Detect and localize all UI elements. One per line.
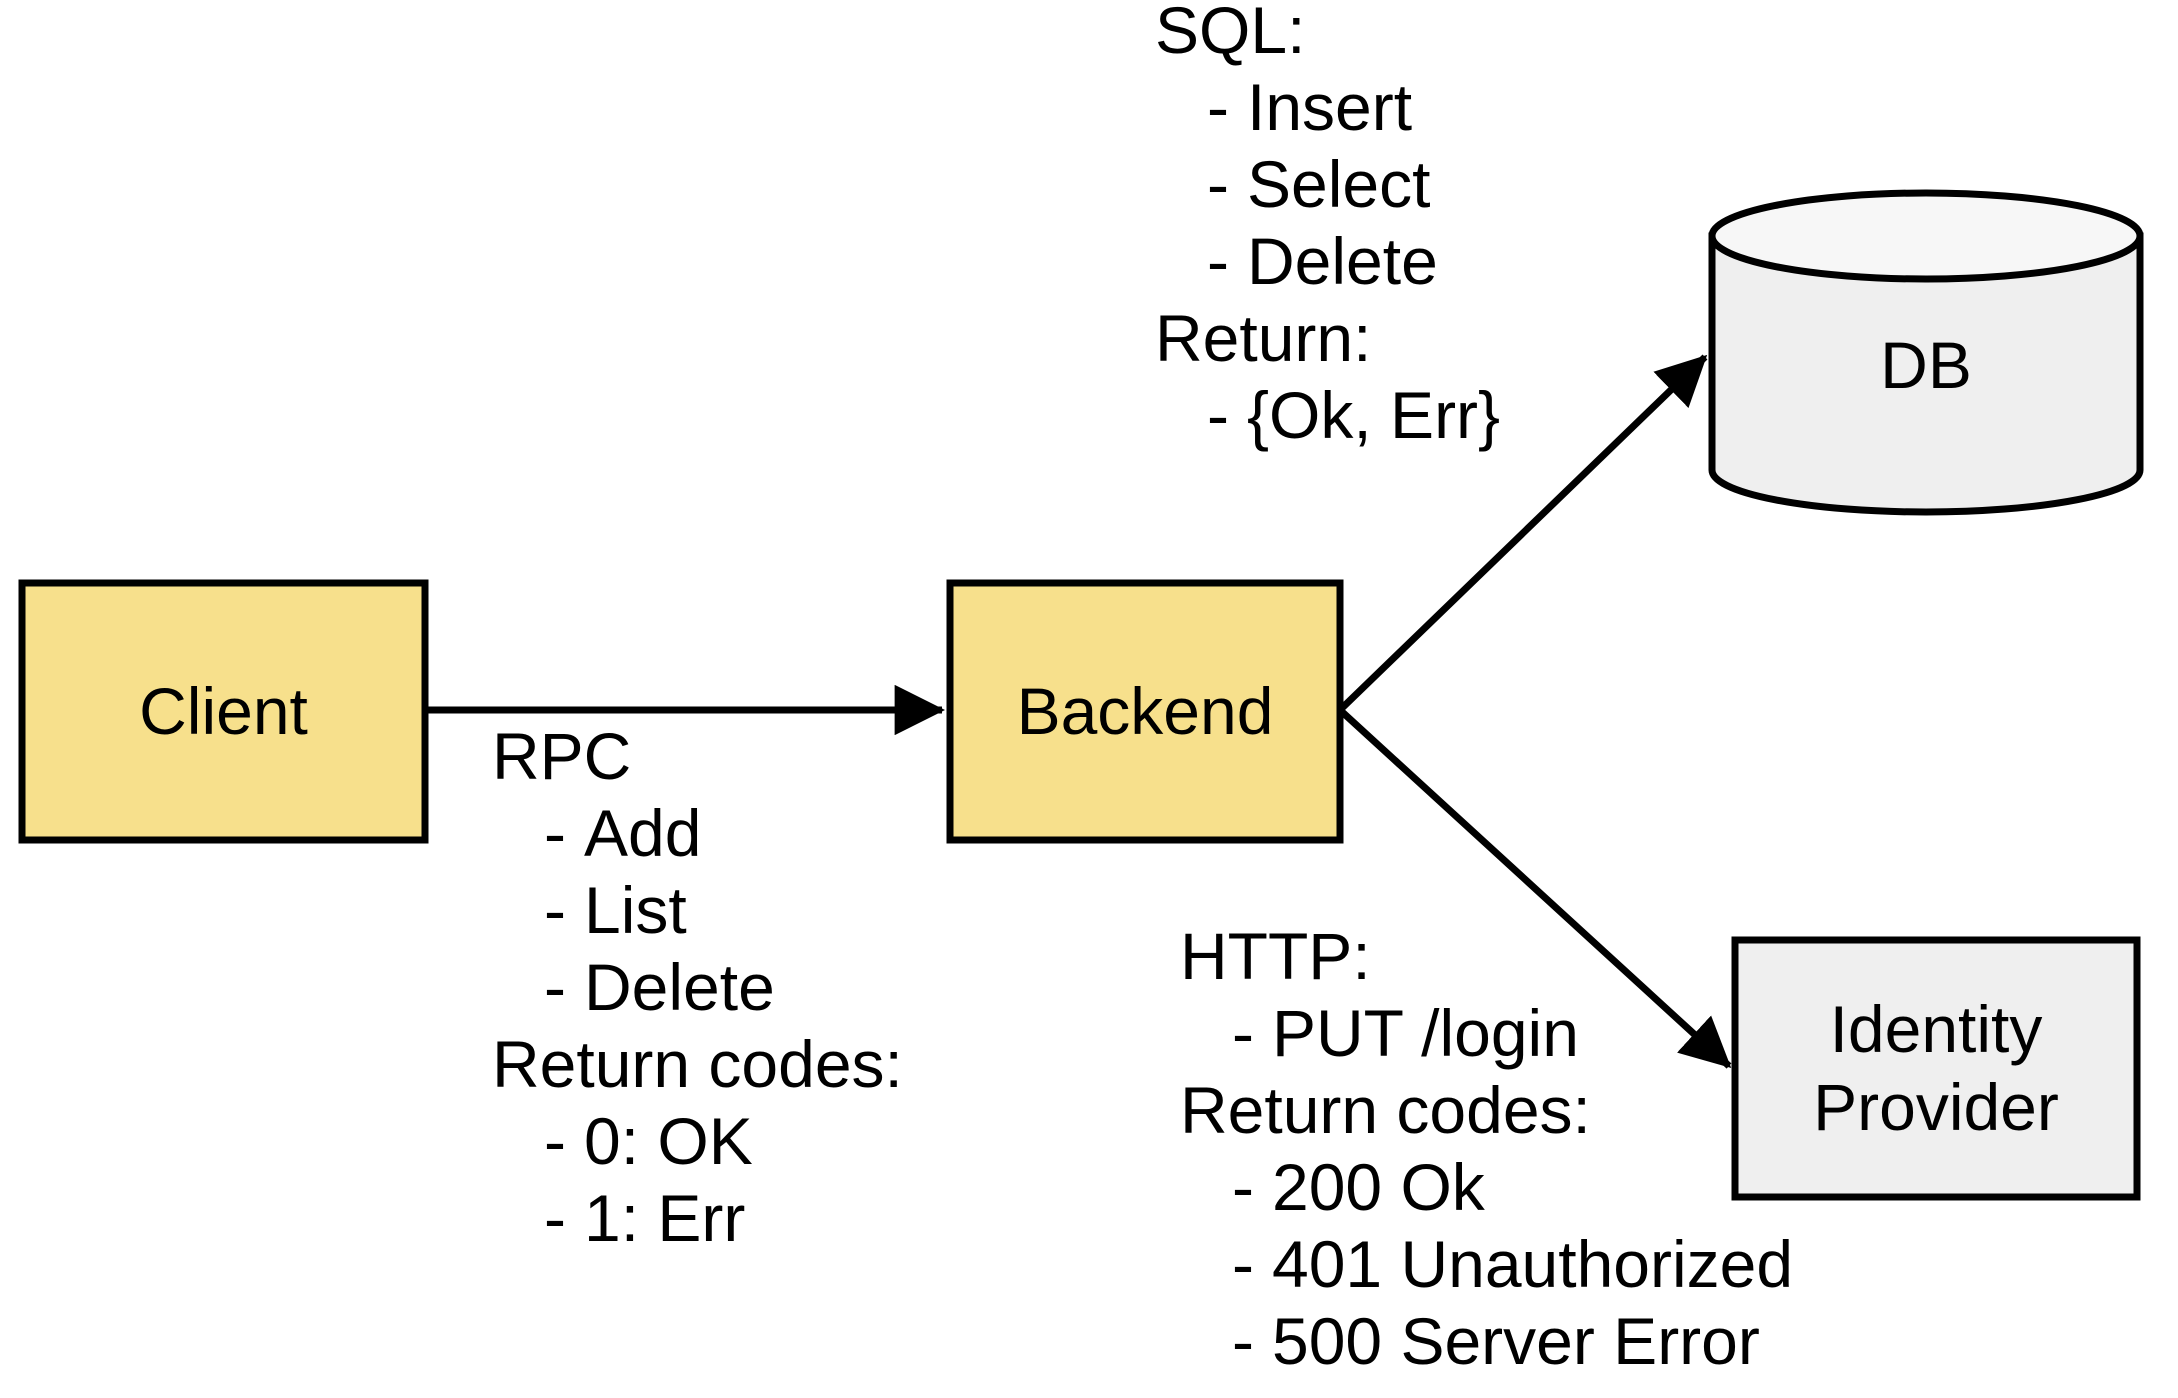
annotation-rpc-return-item: - 1: Err	[492, 1180, 903, 1257]
annotation-http-heading: HTTP:	[1180, 919, 1371, 993]
annotation-rpc: RPC - Add - List - Delete Return codes: …	[492, 718, 903, 1257]
bullet-dash-icon: -	[544, 1104, 566, 1178]
bullet-dash-icon: -	[1207, 224, 1229, 298]
annotation-http: HTTP: - PUT /login Return codes: - 200 O…	[1180, 918, 1793, 1380]
edge-backend-to-db	[1337, 354, 1708, 713]
node-client-shape[interactable]	[18, 579, 429, 844]
annotation-http-item: - PUT /login	[1180, 995, 1793, 1072]
bullet-dash-icon: -	[1232, 996, 1254, 1070]
annotation-sql-item-label: Insert	[1247, 70, 1413, 144]
edge-backend-to-identity-provider	[1337, 707, 1732, 1069]
node-backend-shape[interactable]	[946, 579, 1344, 844]
annotation-rpc-item: - Add	[492, 795, 903, 872]
annotation-rpc-item-label: Add	[584, 796, 702, 870]
annotation-http-return-item-label: 401 Unauthorized	[1272, 1227, 1794, 1301]
annotation-http-item-label: PUT /login	[1272, 996, 1579, 1070]
annotation-sql-item: - Select	[1155, 146, 1500, 223]
bullet-dash-icon: -	[544, 950, 566, 1024]
annotation-http-return-item: - 500 Server Error	[1180, 1303, 1793, 1380]
node-identity-provider-shape[interactable]	[1731, 936, 2141, 1201]
annotation-sql-item: - Insert	[1155, 69, 1500, 146]
bullet-dash-icon: -	[1207, 70, 1229, 144]
annotation-rpc-return-heading: Return codes:	[492, 1027, 903, 1101]
annotation-sql-item: - Delete	[1155, 223, 1500, 300]
annotation-rpc-return-item: - 0: OK	[492, 1103, 903, 1180]
annotation-sql-item-label: Select	[1247, 147, 1431, 221]
annotation-rpc-return-item-label: 1: Err	[584, 1181, 746, 1255]
bullet-dash-icon: -	[544, 873, 566, 947]
annotation-rpc-item: - Delete	[492, 949, 903, 1026]
annotation-sql-return-item: - {Ok, Err}	[1155, 377, 1500, 454]
annotation-sql-return-heading: Return:	[1155, 301, 1372, 375]
annotation-http-return-item: - 200 Ok	[1180, 1149, 1793, 1226]
annotation-rpc-item: - List	[492, 872, 903, 949]
bullet-dash-icon: -	[1232, 1304, 1254, 1378]
node-db-shape-top[interactable]	[1708, 189, 2144, 283]
annotation-rpc-item-label: List	[584, 873, 687, 947]
annotation-http-return-item-label: 500 Server Error	[1272, 1304, 1760, 1378]
bullet-dash-icon: -	[1232, 1227, 1254, 1301]
annotation-http-return-item: - 401 Unauthorized	[1180, 1226, 1793, 1303]
annotation-sql-heading: SQL:	[1155, 0, 1306, 67]
annotation-http-return-heading: Return codes:	[1180, 1073, 1591, 1147]
bullet-dash-icon: -	[1232, 1150, 1254, 1224]
bullet-dash-icon: -	[1207, 378, 1229, 452]
bullet-dash-icon: -	[544, 1181, 566, 1255]
annotation-rpc-heading: RPC	[492, 719, 632, 793]
annotation-rpc-item-label: Delete	[584, 950, 775, 1024]
annotation-sql-item-label: Delete	[1247, 224, 1438, 298]
annotation-sql: SQL: - Insert - Select - Delete Return: …	[1155, 0, 1500, 454]
annotation-sql-return-item-label: {Ok, Err}	[1247, 378, 1501, 452]
annotation-rpc-return-item-label: 0: OK	[584, 1104, 753, 1178]
bullet-dash-icon: -	[1207, 147, 1229, 221]
node-db-shape-body[interactable]	[1708, 232, 2144, 516]
annotation-http-return-item-label: 200 Ok	[1272, 1150, 1485, 1224]
bullet-dash-icon: -	[544, 796, 566, 870]
